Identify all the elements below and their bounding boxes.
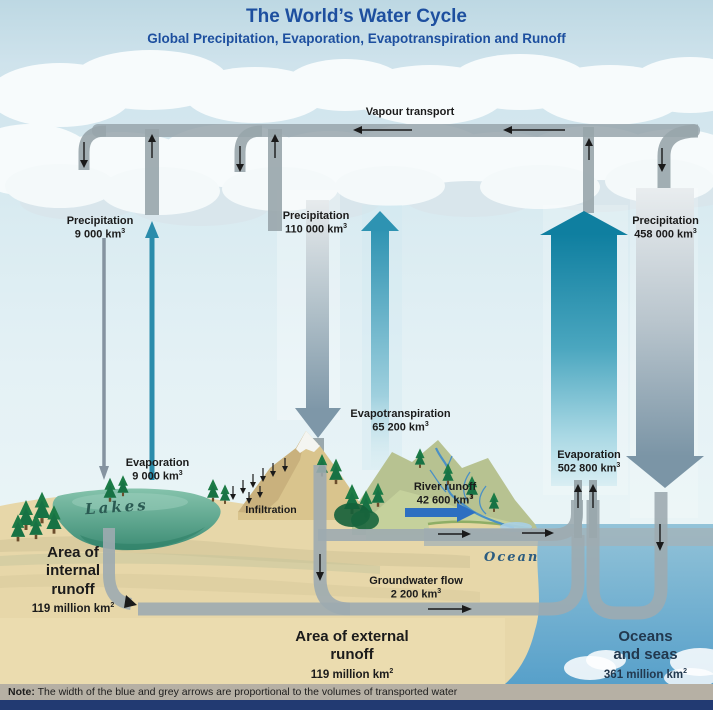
river-runoff-label: River runoff 42 600 km3 bbox=[413, 481, 477, 507]
flow-direction-arrows bbox=[124, 484, 664, 613]
evaporation-riser-left bbox=[574, 480, 582, 538]
evaporation-ocean-label: Evaporation 502 800 km3 bbox=[557, 449, 621, 475]
evapotranspiration-label: Evapotranspiration 65 200 km3 bbox=[350, 408, 451, 434]
river-runoff-arrow bbox=[405, 503, 476, 522]
precipitation-arrow-ocean bbox=[626, 188, 704, 488]
evaporation-riser-right bbox=[589, 480, 597, 538]
precipitation-external-label: Precipitation 110 000 km3 bbox=[282, 210, 350, 236]
infiltration-arrows bbox=[230, 458, 288, 504]
area-internal-runoff-label: Area of internal runoff 119 million km2 bbox=[31, 544, 115, 615]
page-subtitle: Global Precipitation, Evaporation, Evapo… bbox=[147, 31, 566, 46]
page-title: The World’s Water Cycle bbox=[245, 6, 467, 27]
note-text: The width of the blue and grey arrows ar… bbox=[34, 686, 458, 698]
footer-strip bbox=[0, 700, 713, 710]
vapour-transport-label: Vapour transport bbox=[365, 106, 455, 118]
clouds bbox=[0, 50, 713, 226]
oceans-and-seas-label: Oceans and seas 361 million km2 bbox=[603, 628, 688, 681]
note-bar: Note: The width of the blue and grey arr… bbox=[0, 684, 713, 700]
evaporation-lakes-label: Evaporation 9 000 km3 bbox=[125, 457, 190, 483]
ocean-label: Ocean bbox=[484, 550, 540, 565]
groundwater-flow-label: Groundwater flow 2 200 km3 bbox=[369, 575, 463, 601]
evapotranspiration-arrow bbox=[361, 211, 399, 468]
evaporation-arrow-ocean bbox=[540, 211, 628, 486]
infiltration-label: Infiltration bbox=[245, 504, 297, 516]
area-external-runoff-label: Area of external runoff 119 million km2 bbox=[295, 628, 409, 681]
snow-cap bbox=[296, 431, 320, 453]
precipitation-arrow-internal bbox=[99, 238, 109, 480]
note-prefix: Note: bbox=[8, 686, 35, 698]
vapour-transport-band bbox=[78, 124, 700, 231]
precipitation-ocean-label: Precipitation 458 000 km3 bbox=[632, 215, 699, 241]
trees bbox=[10, 448, 500, 542]
precipitation-internal-label: Precipitation 9 000 km3 bbox=[66, 215, 134, 241]
evaporation-arrow-lakes bbox=[145, 221, 159, 480]
